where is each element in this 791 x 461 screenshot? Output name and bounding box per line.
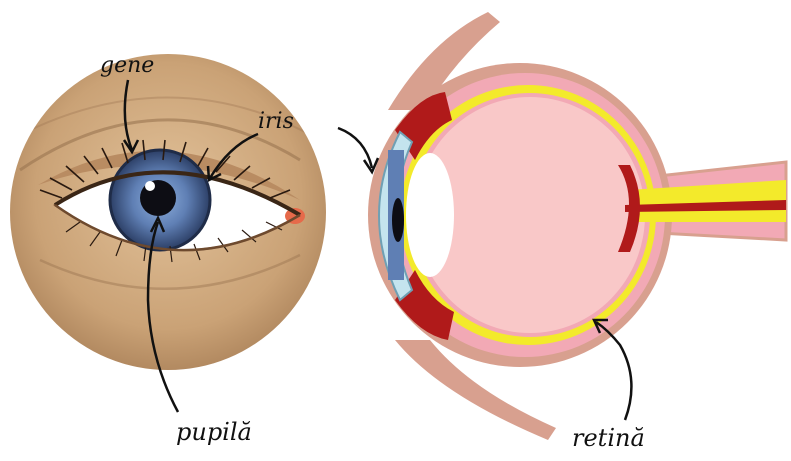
- label-iris: iris: [258, 109, 294, 134]
- external-eye-illustration: [10, 54, 326, 370]
- pupil-section: [392, 198, 404, 242]
- label-pupila: pupilă: [176, 418, 252, 446]
- cornea-pointer: [338, 128, 378, 172]
- eye-highlight: [145, 181, 155, 191]
- lens: [406, 153, 454, 277]
- eye-cross-section: [368, 12, 786, 440]
- label-gene: gene: [100, 53, 154, 78]
- arrow-cornea: [338, 128, 372, 168]
- label-retina: retină: [572, 424, 645, 452]
